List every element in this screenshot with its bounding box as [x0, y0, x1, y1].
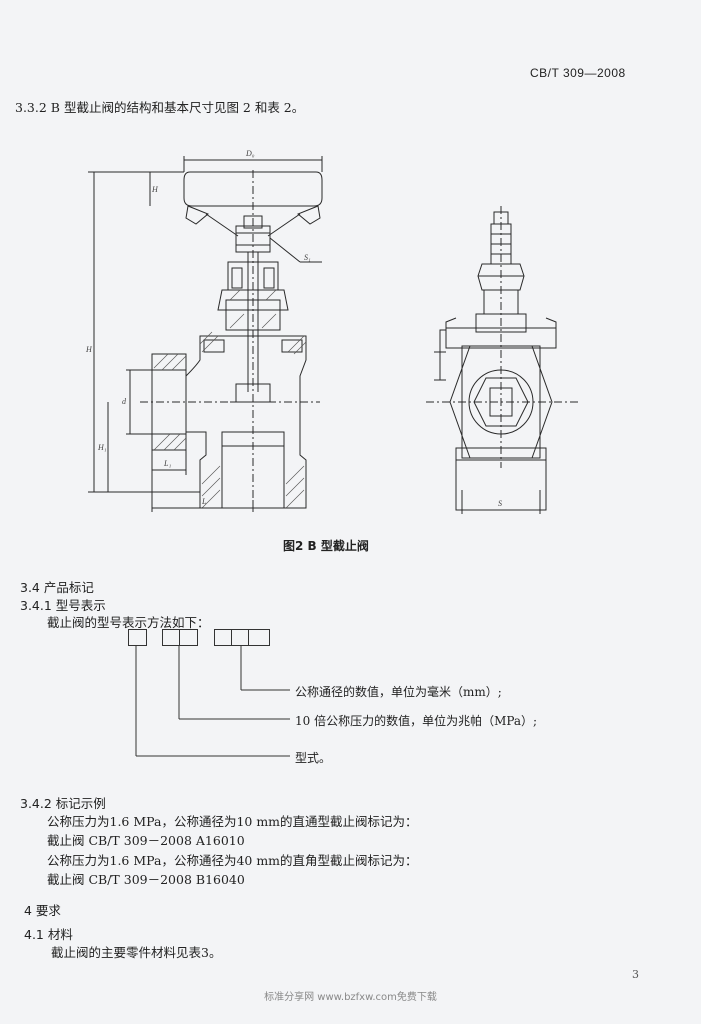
dim-d: d — [122, 397, 127, 406]
dim-h-top: H — [151, 185, 159, 194]
dim-l1: L₁ — [163, 459, 171, 468]
valve-side-view: S — [426, 206, 578, 514]
code-box-pressure — [162, 629, 198, 646]
dim-d0: D₀ — [245, 149, 255, 158]
example-line-3: 公称压力为1.6 MPa，公称通径为40 mm的直角型截止阀标记为： — [47, 853, 418, 868]
section-3-4-title: 3.4 产品标记 — [20, 580, 94, 595]
section-3-4-1-title: 3.4.1 型号表示 — [20, 598, 106, 613]
legend-type: 型式。 — [295, 751, 332, 765]
code-box-type — [128, 629, 147, 646]
footer-watermark: 标准分享网 www.bzfxw.com免费下载 — [264, 992, 437, 1003]
dim-s: S — [498, 499, 502, 508]
dim-l: L — [201, 497, 207, 506]
section-4-1-title: 4.1 材料 — [24, 927, 73, 942]
standard-code: CB/T 309—2008 — [530, 66, 626, 80]
dim-s1: S₁ — [304, 253, 311, 262]
figure-caption: 图2 B 型截止阀 — [283, 539, 369, 553]
dim-h: H — [85, 345, 93, 354]
example-line-4: 截止阀 CB/T 309－2008 B16040 — [47, 872, 245, 887]
section-3-4-2-title: 3.4.2 标记示例 — [20, 796, 106, 811]
section-3-4-1-intro: 截止阀的型号表示方法如下： — [47, 615, 210, 630]
section-4-1-text: 截止阀的主要零件材料见表3。 — [51, 945, 222, 960]
code-box-diameter — [214, 629, 270, 646]
example-line-1: 公称压力为1.6 MPa，公称通径为10 mm的直通型截止阀标记为： — [47, 814, 418, 829]
section-4-title: 4 要求 — [24, 903, 61, 918]
example-line-2: 截止阀 CB/T 309－2008 A16010 — [47, 833, 245, 848]
dim-h1: H₁ — [97, 443, 107, 452]
section-3-3-2-text: 3.3.2 B 型截止阀的结构和基本尺寸见图 2 和表 2。 — [15, 100, 305, 115]
valve-front-view: D₀ H H H₁ d L₁ L S₁ — [85, 149, 323, 512]
legend-pressure: 10 倍公称压力的数值，单位为兆帕（MPa）; — [295, 714, 538, 728]
valve-drawing: D₀ H H H₁ d L₁ L S₁ — [85, 149, 578, 514]
legend-diameter: 公称通径的数值，单位为毫米（mm）; — [295, 685, 502, 699]
page-number: 3 — [632, 968, 639, 981]
